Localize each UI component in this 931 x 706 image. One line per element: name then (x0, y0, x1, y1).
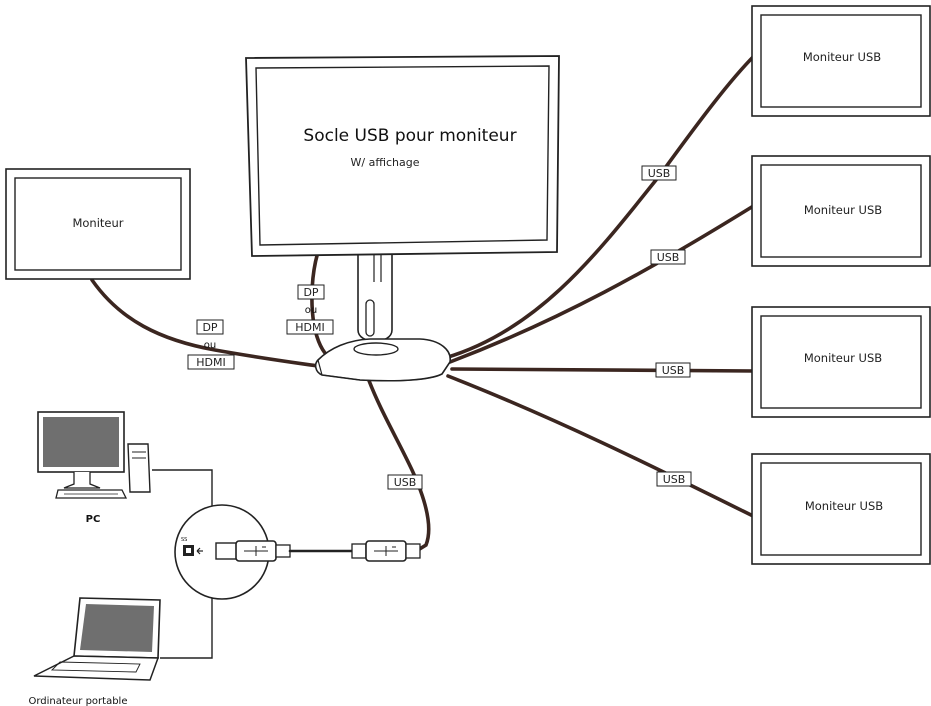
monitor-icon (37, 411, 125, 489)
main-monitor: Socle USB pour moniteur W/ affichage (245, 55, 560, 343)
usb-monitor-2: Moniteur USB (751, 155, 931, 267)
hdmi-label: HDMI (295, 321, 324, 334)
hdmi-label: HDMI (196, 356, 225, 369)
usb-plug-icon (351, 540, 421, 562)
cables (90, 53, 757, 552)
usb-dock-base (314, 338, 451, 382)
host-wiring (152, 469, 213, 659)
laptop-icon: Ordinateur portable (28, 597, 161, 706)
laptop-label: Ordinateur portable (28, 696, 127, 706)
usb-monitor-label: Moniteur USB (803, 50, 881, 64)
usb-monitor-1: Moniteur USB (751, 5, 931, 117)
usb-label: USB (662, 364, 685, 377)
usb-port-zoom-circle: SS (174, 504, 291, 600)
usb-tag-2: USB (650, 249, 686, 265)
main-monitor-subtitle: W/ affichage (351, 156, 420, 169)
main-connector-tag: DP ou HDMI (286, 284, 334, 335)
dp-label: DP (303, 286, 318, 299)
usb-port-icon: SS (181, 537, 203, 556)
usb-monitor-4: Moniteur USB (751, 453, 931, 565)
left-monitor-cable (90, 278, 320, 368)
or-label: ou (204, 340, 216, 351)
usb-cable-monitor-2 (448, 203, 757, 364)
dp-label: DP (202, 321, 217, 334)
usb-plug-icon (215, 540, 291, 562)
usb-host-cable (366, 376, 431, 552)
usb-tag-1: USB (641, 165, 677, 181)
usb-monitor-label: Moniteur USB (805, 499, 883, 513)
left-monitor-label: Moniteur (72, 216, 123, 230)
usb-label: USB (663, 473, 686, 486)
usb-label: USB (648, 167, 671, 180)
svg-text:SS: SS (181, 537, 187, 543)
or-label: ou (305, 305, 317, 316)
left-monitor: Moniteur (5, 168, 191, 280)
usb-tag-host: USB (387, 474, 423, 490)
usb-cable-monitor-1 (443, 53, 757, 360)
pc-label: PC (86, 514, 101, 525)
usb-monitor-label: Moniteur USB (804, 351, 882, 365)
usb-label: USB (394, 476, 417, 489)
usb-cable-monitor-4 (446, 374, 757, 519)
usb-tag-3: USB (655, 362, 691, 378)
pc-tower-icon (127, 443, 151, 493)
usb-label: USB (657, 251, 680, 264)
usb-monitor-3: Moniteur USB (751, 306, 931, 418)
usb-cable-monitor-3 (450, 367, 757, 373)
pc-icon: PC (37, 411, 151, 525)
usb-tag-4: USB (656, 471, 692, 487)
usb-monitor-label: Moniteur USB (804, 203, 882, 217)
main-monitor-title: Socle USB pour moniteur (303, 126, 516, 146)
left-connector-tag: DP ou HDMI (187, 319, 235, 370)
keyboard-icon (55, 489, 128, 499)
